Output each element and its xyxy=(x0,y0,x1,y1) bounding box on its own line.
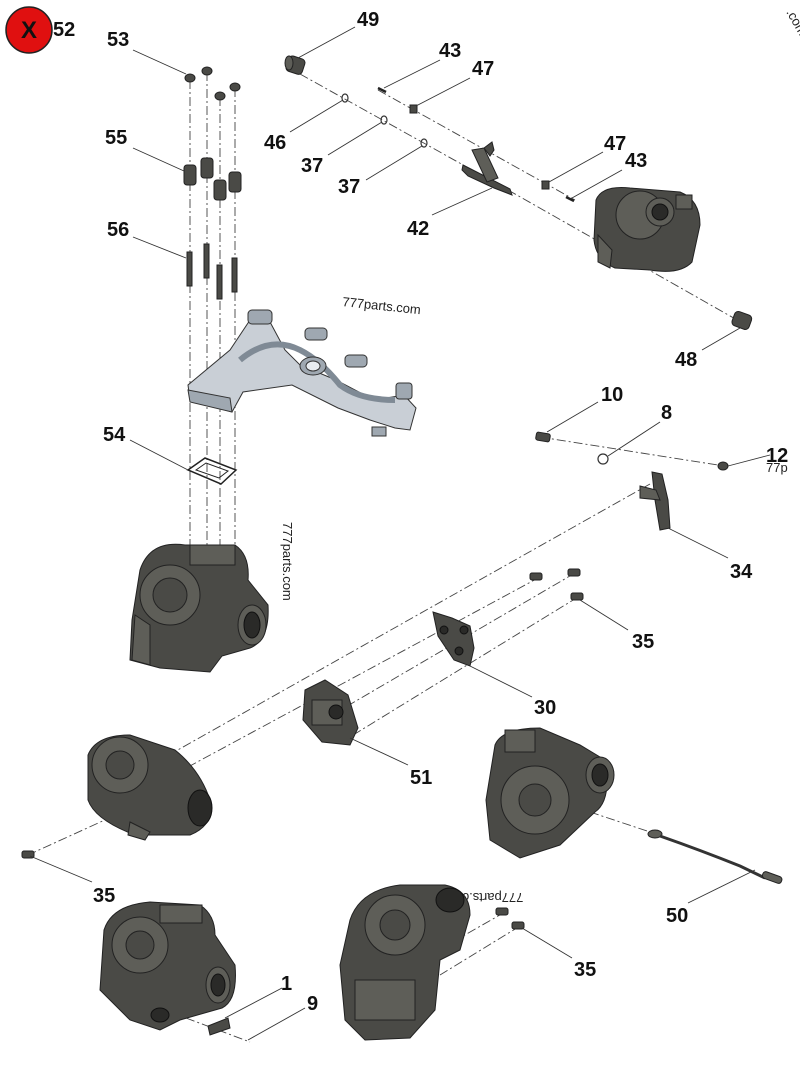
part-53-nuts xyxy=(184,66,241,101)
callout-10: 10 xyxy=(601,384,623,406)
callout-37-a: 37 xyxy=(301,155,323,177)
part-8-washer xyxy=(597,453,609,465)
callout-37-b: 37 xyxy=(338,176,360,198)
part-30-plate xyxy=(432,611,475,667)
part-exhaust-manifold xyxy=(187,309,417,437)
close-badge[interactable]: X 52 xyxy=(5,6,75,54)
callout-55: 55 xyxy=(105,127,127,149)
callout-53: 53 xyxy=(107,29,129,51)
part-turbo-main xyxy=(129,543,269,673)
part-42-bracket xyxy=(461,141,513,196)
callout-labels: 49 43 47 46 37 37 42 47 43 48 53 55 56 5… xyxy=(93,9,788,1015)
callout-51: 51 xyxy=(410,767,432,789)
part-43-pin-b xyxy=(565,195,575,203)
part-49-plug xyxy=(284,55,306,75)
callout-49: 49 xyxy=(357,9,379,31)
part-turbo-mid-left xyxy=(87,734,213,841)
callout-9: 9 xyxy=(307,993,318,1015)
part-51-actuator xyxy=(302,679,359,746)
callout-43-top: 43 xyxy=(439,40,461,62)
callout-47-right: 47 xyxy=(604,133,626,155)
close-x-icon[interactable] xyxy=(5,6,53,54)
part-10-bolt xyxy=(535,431,551,443)
watermark-corner: .com xyxy=(783,6,800,38)
part-turbo-bottom-left xyxy=(99,901,236,1031)
part-47-nut-b xyxy=(541,180,550,190)
part-12-nut xyxy=(717,461,729,471)
callout-30: 30 xyxy=(534,697,556,719)
part-35-bolts-lower xyxy=(495,907,525,930)
part-55-sleeves xyxy=(183,157,242,201)
leader-lines xyxy=(29,26,771,1041)
close-badge-number: 52 xyxy=(53,19,75,41)
callout-35-bottom: 35 xyxy=(574,959,596,981)
part-34-bracket xyxy=(639,471,671,531)
callout-48: 48 xyxy=(675,349,697,371)
watermark-vertical: 777parts.com xyxy=(280,522,295,601)
callout-1: 1 xyxy=(281,973,292,995)
part-turbo-top-right xyxy=(593,187,701,272)
callout-8: 8 xyxy=(661,402,672,424)
watermark-edge: 77p xyxy=(766,460,788,475)
part-43-pin-a xyxy=(377,86,387,94)
callout-56: 56 xyxy=(107,219,129,241)
part-37-oring-a xyxy=(380,115,388,125)
callout-34: 34 xyxy=(730,561,753,583)
part-37-oring-b xyxy=(420,138,428,148)
part-turbo-bottom-middle xyxy=(339,884,471,1041)
callout-43-right: 43 xyxy=(625,150,647,172)
callout-42: 42 xyxy=(407,218,429,240)
watermark-main: 777parts.com xyxy=(342,294,422,317)
callout-46: 46 xyxy=(264,132,286,154)
part-turbo-mid-right xyxy=(485,727,615,859)
callout-35-left: 35 xyxy=(93,885,115,907)
callout-12: 12 xyxy=(766,445,788,467)
part-56-studs xyxy=(186,243,238,300)
part-1-9-clip xyxy=(207,1017,231,1036)
callout-54: 54 xyxy=(103,424,126,446)
callout-35-right: 35 xyxy=(632,631,654,653)
close-glyph: X xyxy=(21,17,37,44)
part-50-cable xyxy=(647,829,783,884)
part-47-nut-a xyxy=(409,104,418,114)
part-54-gasket xyxy=(186,457,238,485)
part-35-bolts-upper xyxy=(529,568,584,601)
callout-50: 50 xyxy=(666,905,688,927)
part-48-plug xyxy=(731,310,753,330)
part-46-washer xyxy=(341,93,349,103)
callout-47-top: 47 xyxy=(472,58,494,80)
